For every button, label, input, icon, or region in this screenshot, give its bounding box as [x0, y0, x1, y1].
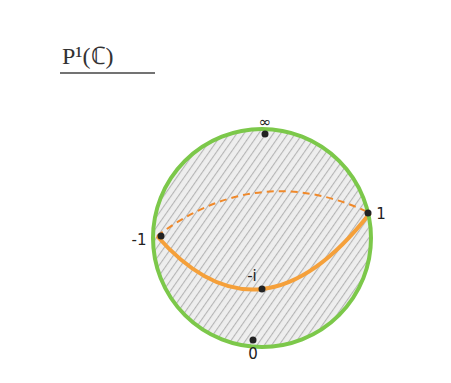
point-dot: [158, 233, 165, 240]
point-dot: [250, 337, 257, 344]
point-label: ∞: [259, 115, 272, 130]
point-dot: [262, 131, 269, 138]
point-dot: [365, 210, 372, 217]
point-label: -i: [247, 269, 257, 284]
point-label: 0: [248, 347, 258, 362]
equator-front: [157, 213, 370, 290]
point-dot: [259, 286, 266, 293]
equator-back: [157, 191, 370, 236]
diagram-title: P¹(ℂ): [62, 44, 114, 68]
point-label: -1: [132, 233, 147, 248]
title-underline: [60, 72, 155, 73]
sphere-shading: [153, 129, 371, 347]
point-label: 1: [376, 207, 386, 222]
sphere-outline: [153, 129, 371, 347]
